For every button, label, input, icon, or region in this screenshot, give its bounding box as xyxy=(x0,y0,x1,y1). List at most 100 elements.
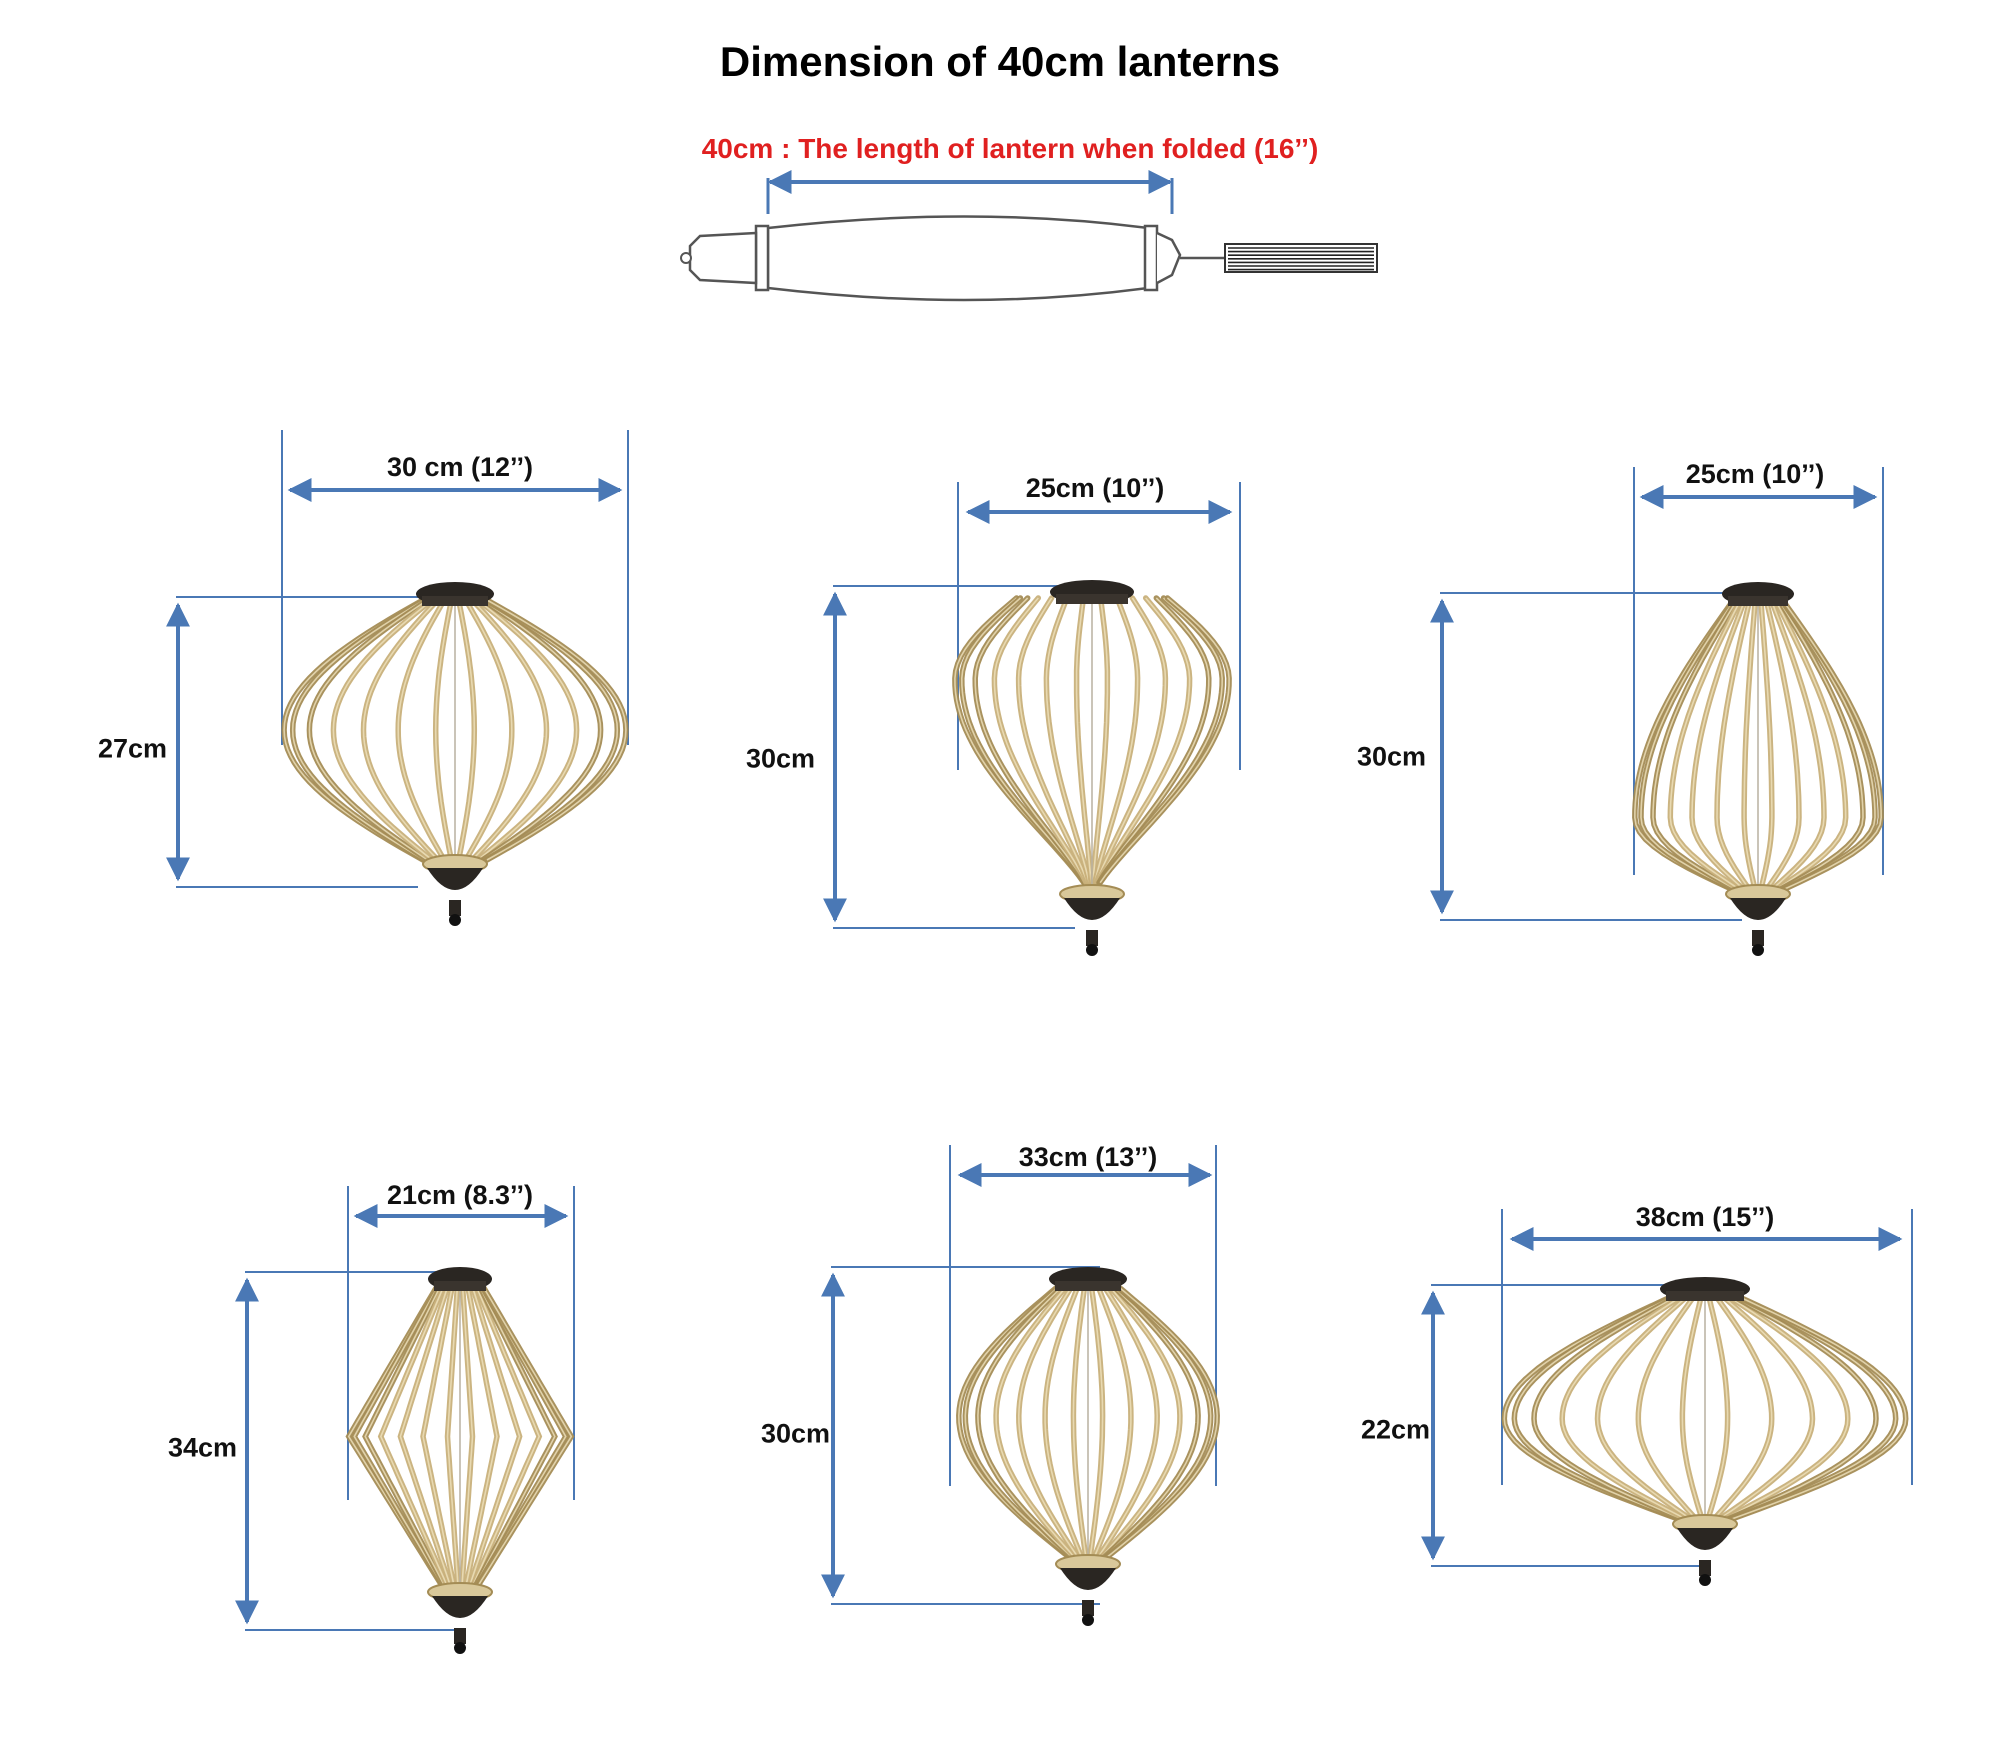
lantern-rib-highlight xyxy=(1513,1294,1683,1521)
lantern-top-ring xyxy=(1055,1281,1121,1291)
lantern-2 xyxy=(823,482,1241,956)
lantern-rib-highlight xyxy=(471,1284,541,1589)
lantern-rib-highlight xyxy=(468,1284,521,1589)
folded-lantern xyxy=(680,170,1378,302)
lantern-bottom-finial xyxy=(1064,898,1120,920)
lantern-rib-highlight xyxy=(1716,599,1751,891)
lantern-rib-highlight xyxy=(1725,1294,1877,1521)
lantern-bottom-finial xyxy=(1730,898,1786,920)
lantern-1 xyxy=(166,430,629,926)
lantern-rib-highlight xyxy=(960,597,1085,884)
lantern-rib xyxy=(991,595,1089,886)
lantern-rib-highlight xyxy=(434,599,453,861)
lantern-rib xyxy=(479,597,604,863)
lantern-ribs xyxy=(956,1282,1220,1563)
lantern-top-ring xyxy=(1056,594,1128,604)
lantern-finial-tip xyxy=(1752,944,1764,956)
lantern-2-width-label: 25cm (10’’) xyxy=(1025,473,1165,503)
lantern-rib-highlight xyxy=(1045,597,1091,883)
lantern-finial-tip xyxy=(1699,1574,1711,1586)
lantern-rib-highlight xyxy=(1774,599,1847,891)
lantern-rib-highlight xyxy=(476,1284,573,1589)
lantern-rib-highlight xyxy=(397,599,446,861)
lantern-top-ring xyxy=(1666,1291,1744,1301)
lantern-rib-highlight xyxy=(1072,1284,1088,1561)
lantern-6 xyxy=(1421,1209,1913,1586)
lantern-rib-highlight xyxy=(1770,599,1825,891)
lantern-rib-highlight xyxy=(332,599,433,861)
lantern-rib-highlight xyxy=(362,599,439,861)
lantern-bottom-finial xyxy=(1677,1528,1733,1550)
lantern-rib-highlight xyxy=(422,1284,456,1589)
lantern-rib xyxy=(459,1282,476,1591)
lantern-ribs xyxy=(1501,1292,1909,1523)
lantern-rib-highlight xyxy=(484,599,619,861)
lantern-rib-highlight xyxy=(464,1284,498,1589)
lantern-rib-highlight xyxy=(379,1284,449,1589)
lantern-5-height-label: 30cm xyxy=(761,1418,831,1449)
lantern-rib-highlight xyxy=(481,599,602,861)
lantern-6-width-label: 38cm (15’’) xyxy=(1635,1202,1775,1232)
lantern-rib-highlight xyxy=(1095,597,1167,883)
lantern-finial-tip xyxy=(1082,1614,1094,1626)
lantern-rib-highlight xyxy=(457,599,476,861)
lantern-finial-stem xyxy=(1699,1560,1711,1576)
lantern-rib-highlight xyxy=(291,599,426,861)
lantern-rib-highlight xyxy=(977,1284,1076,1561)
lantern-rib-highlight xyxy=(1017,1284,1081,1561)
lantern-rib-highlight xyxy=(1781,599,1883,891)
lantern-rib-highlight xyxy=(1098,597,1210,884)
lantern-rib-highlight xyxy=(461,1284,474,1589)
lantern-rib-highlight xyxy=(1596,1294,1693,1521)
lantern-rib-highlight xyxy=(974,597,1086,884)
folded-lantern-hook xyxy=(680,252,692,264)
lantern-rib-highlight xyxy=(995,1284,1078,1561)
lantern-rib-highlight xyxy=(464,599,513,861)
lantern-finial-stem xyxy=(454,1628,466,1644)
lantern-rib-highlight xyxy=(1092,597,1109,883)
lantern-rib-highlight xyxy=(1706,1294,1729,1521)
lantern-rib-highlight xyxy=(1717,1294,1814,1521)
folded-lantern-neck xyxy=(1156,231,1182,285)
lantern-top-ring xyxy=(1728,596,1788,606)
lantern-rib-highlight xyxy=(1017,597,1089,883)
lantern-rib-highlight xyxy=(364,1284,447,1589)
lantern-rib-highlight xyxy=(1637,1294,1698,1521)
lantern-rib-highlight xyxy=(486,599,627,861)
lantern-rib-highlight xyxy=(1765,599,1800,891)
lantern-rib-highlight xyxy=(1533,1294,1685,1521)
lantern-rib-highlight xyxy=(1088,1284,1104,1561)
lantern-2-height-label: 30cm xyxy=(746,743,816,774)
lantern-rib-highlight xyxy=(1669,599,1742,891)
lantern-4-height-label: 34cm xyxy=(168,1432,238,1463)
lantern-finial-tip xyxy=(449,914,461,926)
lantern-rib xyxy=(444,1282,461,1591)
lantern-rib xyxy=(475,597,580,863)
lantern-4 xyxy=(235,1186,575,1654)
folded-lantern-tassel-strands xyxy=(1228,247,1374,271)
lantern-ribs xyxy=(952,595,1232,886)
lantern-finial-stem xyxy=(1086,930,1098,946)
lantern-finial-tip xyxy=(1086,944,1098,956)
lantern-rib-highlight xyxy=(308,599,429,861)
lantern-5-width-label: 33cm (13’’) xyxy=(1018,1142,1158,1172)
folded-lantern-cap xyxy=(688,231,758,285)
page-title: Dimension of 40cm lanterns xyxy=(719,38,1281,85)
lantern-rib-highlight xyxy=(1095,1284,1159,1561)
lantern-finial-stem xyxy=(1082,1600,1094,1616)
folded-length-label: 40cm : The length of lantern when folded… xyxy=(701,133,1319,164)
lantern-bottom-finial xyxy=(1060,1568,1116,1590)
lantern-rib-highlight xyxy=(1721,1294,1849,1521)
lantern-rib-highlight xyxy=(1728,1294,1907,1521)
lantern-rib xyxy=(306,597,431,863)
lantern-3-height-label: 30cm xyxy=(1357,741,1427,772)
lantern-top-ring xyxy=(422,596,488,606)
lantern-rib-highlight xyxy=(473,1284,556,1589)
lantern-ribs xyxy=(345,1282,575,1591)
lantern-rib-highlight xyxy=(283,599,424,861)
lantern-rib-highlight xyxy=(1778,599,1864,891)
lantern-rib-highlight xyxy=(1098,1284,1181,1561)
lantern-rib-highlight xyxy=(399,1284,452,1589)
